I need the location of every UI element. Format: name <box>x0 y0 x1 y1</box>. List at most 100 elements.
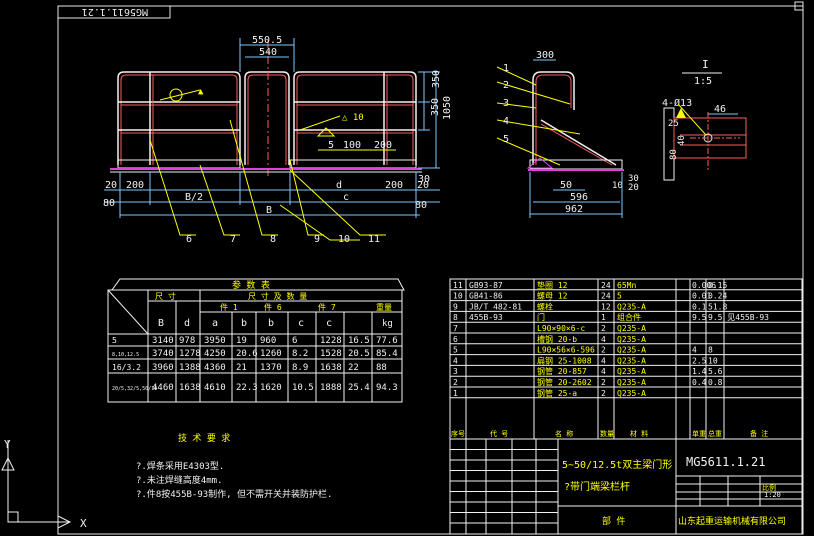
dim-50: 50 <box>560 180 572 191</box>
dim-b2: B/2 <box>185 192 203 203</box>
parts-cell: Q235-A <box>617 302 646 311</box>
dim-200b: 200 <box>374 140 392 151</box>
railing-right-inner <box>296 74 414 165</box>
th-col-d: d <box>184 318 190 329</box>
size-cell: 77.6 <box>376 336 398 346</box>
parts-cell: 8 <box>708 346 713 355</box>
parts-cell: 8 <box>453 313 458 322</box>
callout-1: 1 <box>503 63 509 74</box>
gate-frame-red <box>247 74 287 165</box>
parts-cell: 9 <box>453 302 458 311</box>
parts-cell: 9.5 见455B-93 <box>708 313 769 322</box>
size-cell: 1620 <box>260 383 282 393</box>
dim-4-13: 4-Ø13 <box>662 97 692 109</box>
size-cell: 8.2 <box>292 349 308 359</box>
dim-10: 10 <box>612 181 623 191</box>
callout-6: 6 <box>186 234 192 245</box>
parts-cell: 0.4 <box>692 378 707 387</box>
parts-header-cell: 代 号 <box>490 429 508 438</box>
size-cell: 21 <box>236 363 247 373</box>
size-cell: 20/5,32/5,50/10 <box>112 386 157 392</box>
size-cell: 3950 <box>204 336 226 346</box>
dim-962: 962 <box>565 204 583 215</box>
parts-cell: 0.24 <box>708 292 727 301</box>
dim-80b: 80 <box>415 200 427 211</box>
dim-20: 20 <box>105 180 117 191</box>
weld-flag <box>316 127 336 137</box>
dim-20b: 20 <box>417 180 429 191</box>
parts-cell: L90×90×6-c <box>537 324 585 333</box>
size-cell: 1228 <box>320 336 342 346</box>
parts-cell: 4 <box>601 356 606 365</box>
size-cell: 5 <box>112 336 117 345</box>
side-rail <box>532 71 575 165</box>
title-block-frame <box>449 438 803 535</box>
parts-cell: 0.15 <box>708 281 727 290</box>
leader-3 <box>496 102 537 109</box>
parts-header-cell: 序号 <box>451 429 465 438</box>
size-cell: 88 <box>376 363 387 373</box>
parts-cell: Q235-A <box>617 367 646 376</box>
ucs-y-label: Y <box>4 438 11 451</box>
size-cell: 4250 <box>204 349 226 359</box>
dim-40: 40 <box>677 135 687 146</box>
leader-5 <box>496 137 561 166</box>
leader-10 <box>279 204 360 241</box>
parts-cell: Q235-A <box>617 346 646 355</box>
railing-left-frame <box>117 71 241 165</box>
parts-cell: 5 <box>617 292 622 301</box>
railing-right-frame <box>293 71 417 165</box>
th-col-c2: c <box>326 318 332 329</box>
dim-d: d <box>336 180 342 191</box>
detail-view-i: I 1:5 46 4-Ø13 25 80 40 <box>662 58 747 181</box>
ucs-icon: X Y <box>1 438 87 530</box>
dim-30b: 30 <box>628 174 639 184</box>
size-cell: 8,10,12.5 <box>112 352 139 358</box>
parts-cell: Q235-A <box>617 356 646 365</box>
dim-5: 5 <box>328 140 334 151</box>
parts-header-cell: 数量 <box>600 429 614 438</box>
parts-cell: L90×56×6-596 <box>537 346 595 355</box>
callout-8: 8 <box>270 234 276 245</box>
parts-cell: 扁钢 25-1008 <box>537 355 592 365</box>
note-2: ?.未注焊缝高度4mm. <box>136 474 223 486</box>
callout-7: 7 <box>230 234 236 245</box>
leader-6 <box>149 139 196 236</box>
weld-leader-2 <box>299 115 341 131</box>
size-cell: 1278 <box>179 349 201 359</box>
parts-cell: 5.6 <box>708 367 723 376</box>
size-cell: 10.5 <box>292 383 314 393</box>
size-cell: 25.4 <box>348 383 370 393</box>
dim-80-40: 80 <box>669 149 679 160</box>
deck-left <box>117 159 241 169</box>
size-cell: 8.9 <box>292 363 308 373</box>
parts-cell: 钢管 20-857 <box>537 366 587 376</box>
corner-mark <box>794 1 804 11</box>
weld-label-2: △ 10 <box>342 113 364 123</box>
size-cell: 94.3 <box>376 383 398 393</box>
dim-25: 25 <box>668 119 679 129</box>
parts-cell: 10 <box>453 292 463 301</box>
size-table: 参 数 表 尺 寸 尺 寸 及 数 量 件 1 件 6 件 7 重量 B d a… <box>107 278 405 403</box>
parts-header-cell: 名 称 <box>555 429 573 438</box>
parts-cell: Q235-A <box>617 324 646 333</box>
parts-cell: 门 <box>537 312 545 322</box>
dim-80: 80 <box>103 198 115 209</box>
size-cell: 85.4 <box>376 349 398 359</box>
dim-1050: 1050 <box>442 96 453 120</box>
parts-cell: 24 <box>601 292 611 301</box>
th-col-b1: b <box>241 318 247 329</box>
leader-4 <box>496 119 581 135</box>
parts-cell: 2 <box>453 378 458 387</box>
note-1: ?.焊条采用E4303型. <box>136 460 224 472</box>
size-cell: 1638 <box>320 363 342 373</box>
tech-notes: 技 术 要 求 ?.焊条采用E4303型. ?.未注焊缝高度4mm. ?.件8按… <box>136 432 332 500</box>
leader-11 <box>289 169 386 236</box>
company-name: 山东起重运输机械有限公司 <box>678 515 786 527</box>
parts-cell: 2 <box>601 378 606 387</box>
th-size: 尺 寸 <box>155 291 176 301</box>
dim-200: 200 <box>126 180 144 191</box>
size-cell: 3140 <box>152 336 174 346</box>
detail-leader-hole <box>677 103 707 136</box>
